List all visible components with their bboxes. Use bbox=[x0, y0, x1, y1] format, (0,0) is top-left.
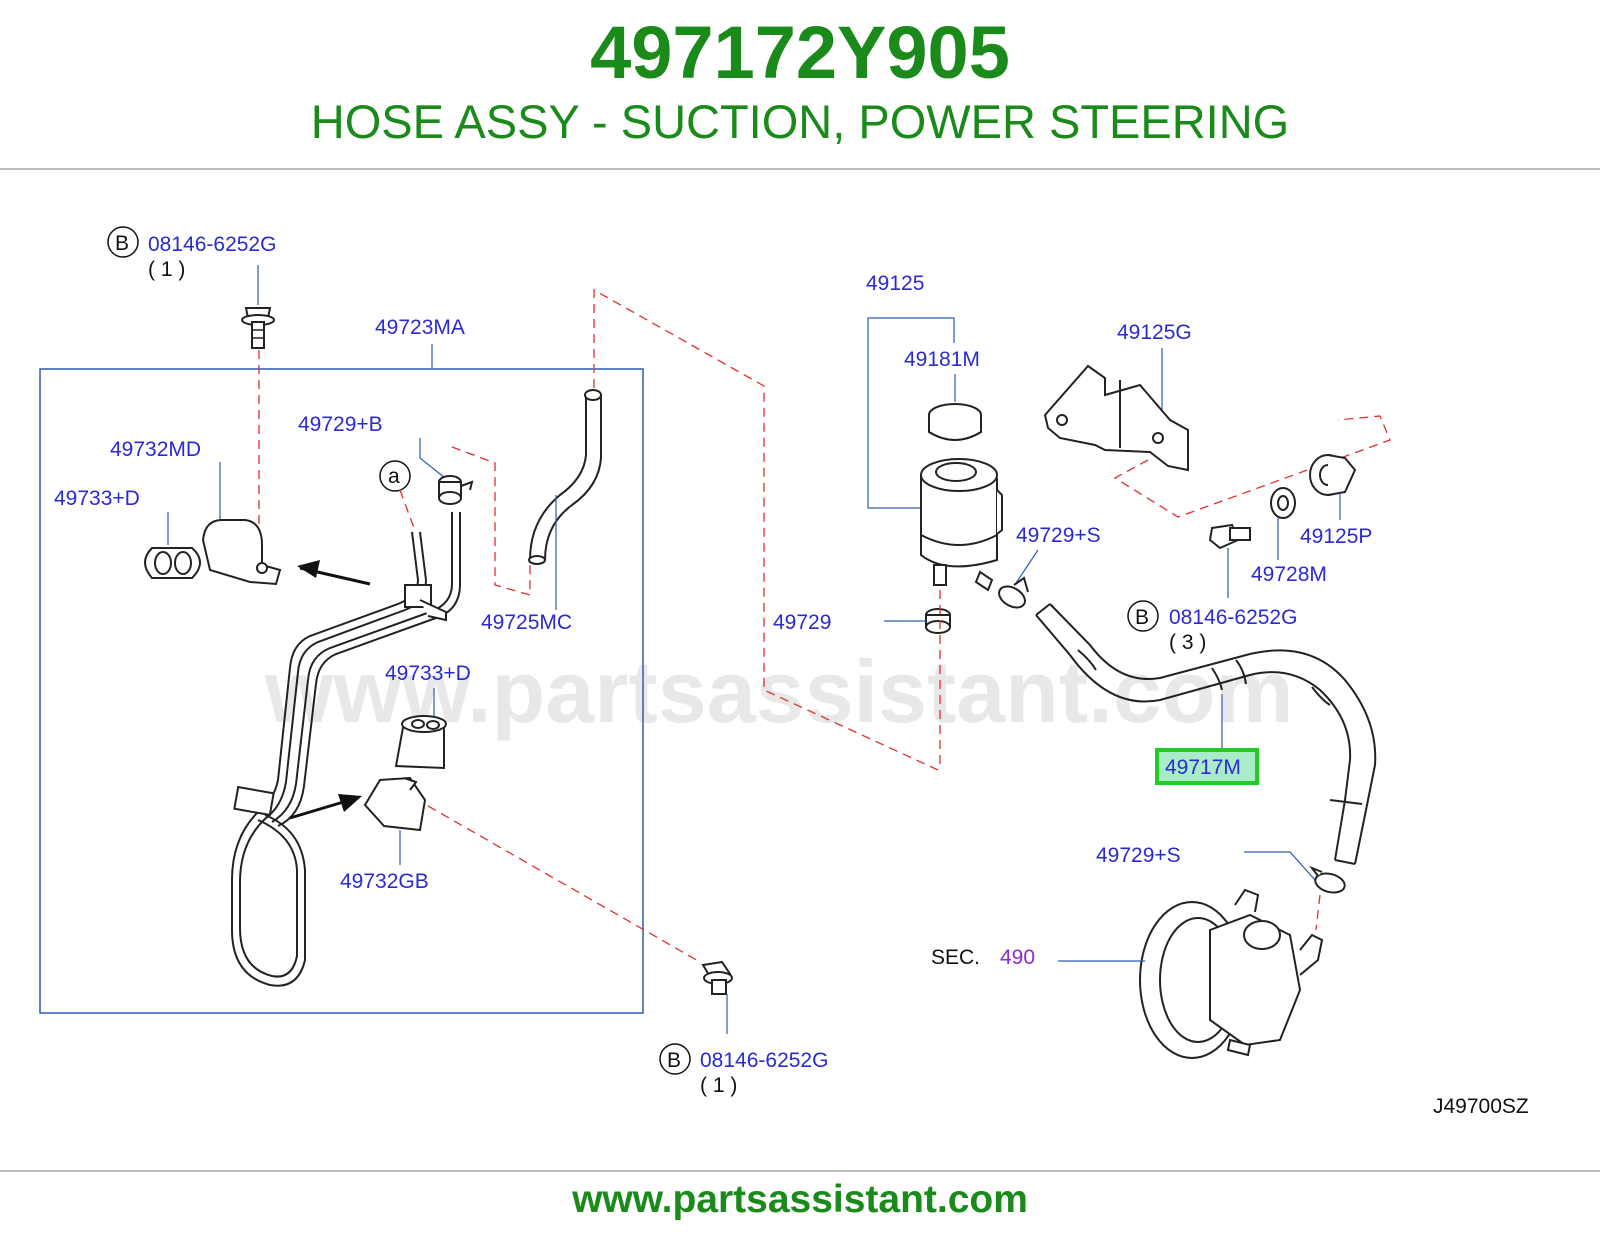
label-hose-clamp[interactable]: 49729 bbox=[773, 611, 831, 634]
power-steering-pump-icon bbox=[1139, 888, 1324, 1059]
hose-mc-icon bbox=[528, 389, 602, 565]
qty-bolt-right: ( 3 ) bbox=[1169, 631, 1206, 654]
label-cap[interactable]: 49181M bbox=[904, 348, 980, 371]
label-grommet[interactable]: 49125P bbox=[1300, 525, 1372, 548]
footer-divider bbox=[0, 1170, 1600, 1172]
label-clamp-md[interactable]: 49732MD bbox=[110, 438, 201, 461]
bolt-marker-letter: B bbox=[667, 1049, 681, 1072]
leader-clamp-s-top bbox=[1015, 549, 1039, 584]
tube-marker-letter: a bbox=[388, 465, 400, 488]
label-highlighted-part[interactable]: 49717M bbox=[1165, 756, 1241, 779]
leader-reservoir bbox=[867, 317, 955, 509]
label-bracket[interactable]: 49125G bbox=[1117, 321, 1192, 344]
insulator-top-icon bbox=[144, 547, 201, 579]
label-bolt-right[interactable]: 08146-6252G bbox=[1169, 606, 1297, 629]
dash-tube-marker bbox=[399, 489, 415, 529]
grommet-icon bbox=[1309, 454, 1357, 496]
arrow-head-md bbox=[297, 560, 320, 578]
dash-clamp-s-bottom bbox=[1315, 894, 1321, 931]
arrow-to-clamp-gb bbox=[289, 798, 351, 820]
leader-clamp-b bbox=[419, 438, 446, 479]
label-clamp-s-top[interactable]: 49729+S bbox=[1016, 524, 1101, 547]
label-clamp-s-bottom[interactable]: 49729+S bbox=[1096, 844, 1181, 867]
insulator-mid-icon bbox=[394, 715, 447, 770]
label-bolt-top[interactable]: 08146-6252G bbox=[148, 233, 276, 256]
clamp-md-icon bbox=[201, 519, 282, 586]
bolt-marker-letter: B bbox=[115, 232, 129, 255]
bolt-callout-bottom[interactable]: B 08146-6252G ( 1 ) bbox=[659, 1043, 828, 1097]
bracket-icon bbox=[1043, 364, 1189, 472]
page-header: 497172Y905 HOSE ASSY - SUCTION, POWER ST… bbox=[0, 0, 1600, 168]
footer-url[interactable]: www.partsassistant.com bbox=[572, 1178, 1028, 1221]
clamp-s-bottom-icon bbox=[1309, 865, 1346, 894]
bolt-callout-top[interactable]: B 08146-6252G ( 1 ) bbox=[107, 226, 276, 281]
bolt-right-icon bbox=[1208, 523, 1251, 550]
reservoir-cap-icon bbox=[928, 403, 982, 441]
label-reservoir[interactable]: 49125 bbox=[866, 272, 924, 295]
label-sec-number[interactable]: 490 bbox=[1000, 946, 1035, 969]
clamp-s-top-icon bbox=[998, 576, 1029, 609]
bolt-bottom-icon bbox=[701, 960, 733, 995]
suction-tube-assembly bbox=[231, 512, 461, 987]
label-clamp-b[interactable]: 49729+B bbox=[298, 413, 383, 436]
tube-marker-circle bbox=[379, 460, 411, 492]
qty-bolt-top: ( 1 ) bbox=[148, 258, 185, 281]
leader-clamp-s-bottom bbox=[1244, 851, 1316, 881]
dash-clamp-b bbox=[451, 446, 531, 596]
bolt-top-icon bbox=[241, 307, 275, 349]
label-clamp-gb[interactable]: 49732GB bbox=[340, 870, 429, 893]
qty-bolt-bottom: ( 1 ) bbox=[700, 1074, 737, 1097]
dash-bracket bbox=[1113, 415, 1391, 518]
label-sec-prefix: SEC. bbox=[931, 946, 980, 969]
diagram-ref-code: J49700SZ bbox=[1433, 1095, 1529, 1118]
highlight-box[interactable] bbox=[1155, 748, 1259, 785]
label-tube-assy[interactable]: 49723MA bbox=[375, 316, 465, 339]
bolt-callout-right[interactable]: B 08146-6252G ( 3 ) bbox=[1127, 600, 1297, 654]
clamp-gb-icon bbox=[363, 776, 427, 832]
part-name-subtitle: HOSE ASSY - SUCTION, POWER STEERING bbox=[310, 95, 1290, 148]
dash-hose-mc bbox=[593, 288, 939, 771]
label-bolt-bottom[interactable]: 08146-6252G bbox=[700, 1049, 828, 1072]
hose-clamp-icon bbox=[925, 608, 951, 634]
part-number-title: 497172Y905 bbox=[590, 11, 1010, 94]
clamp-b-icon bbox=[438, 475, 474, 505]
dash-clamp-gb bbox=[427, 805, 701, 963]
label-insulator-top[interactable]: 49733+D bbox=[54, 487, 140, 510]
reservoir-tank-icon bbox=[920, 458, 1003, 592]
bolt-marker-circle bbox=[107, 226, 139, 258]
label-insulator-mid[interactable]: 49733+D bbox=[385, 662, 471, 685]
bolt-marker-letter: B bbox=[1135, 606, 1149, 629]
bolt-marker-circle bbox=[659, 1043, 691, 1075]
suction-hose-49717m[interactable] bbox=[1035, 603, 1377, 865]
header-divider bbox=[0, 168, 1600, 170]
bolt-marker-circle bbox=[1127, 600, 1159, 632]
washer-icon bbox=[1270, 487, 1296, 519]
arrow-head-gb bbox=[338, 794, 362, 812]
label-hose-mc[interactable]: 49725MC bbox=[481, 611, 572, 634]
tube-assy-frame bbox=[39, 368, 644, 1014]
label-washer[interactable]: 49728M bbox=[1251, 563, 1327, 586]
